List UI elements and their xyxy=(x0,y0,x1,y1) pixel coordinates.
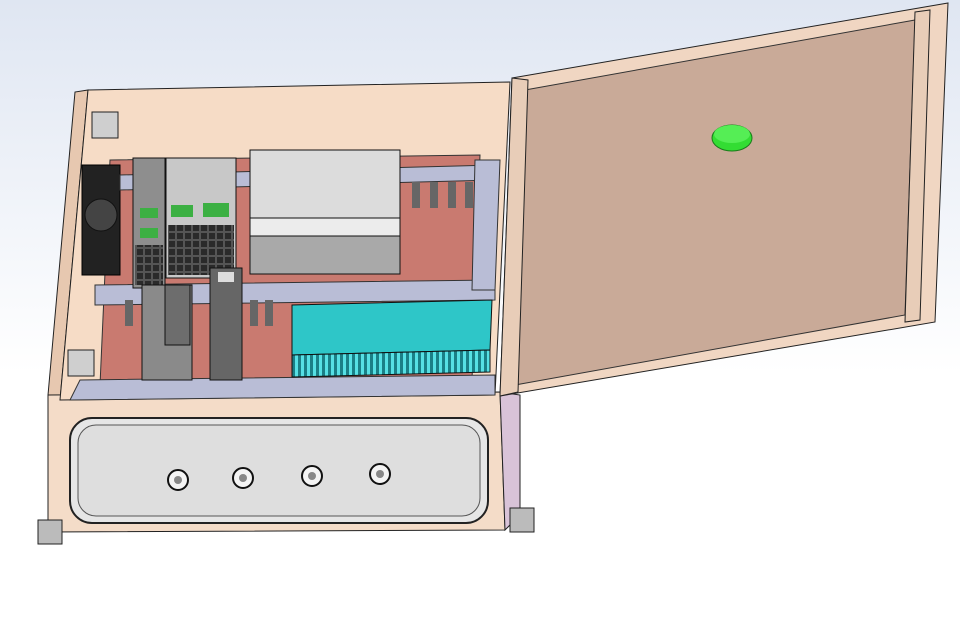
cable-gland-3 xyxy=(301,465,323,487)
enclosure-door[interactable] xyxy=(499,2,949,397)
cooling-fan xyxy=(81,164,121,276)
indicator-button-top xyxy=(714,125,750,143)
door-hinge-strip xyxy=(499,77,529,397)
power-supply-large xyxy=(249,149,401,275)
cable-duct-bottom xyxy=(69,374,496,401)
door-gasket-rail xyxy=(904,9,931,323)
mounting-bracket-bottom-left xyxy=(67,349,95,377)
terminal-blocks-lower xyxy=(125,300,273,326)
cable-gland-4 xyxy=(369,463,391,485)
power-supply-small xyxy=(165,157,237,279)
mounting-bracket-top-left xyxy=(91,111,119,139)
terminal-blocks-upper xyxy=(412,182,473,208)
mounting-foot-right xyxy=(509,507,535,533)
terminal-strip xyxy=(291,299,493,378)
control-module xyxy=(132,157,166,289)
cable-gland-2 xyxy=(232,467,254,489)
din-rail-middle xyxy=(94,279,496,306)
cable-gland-1 xyxy=(167,469,189,491)
circuit-breaker xyxy=(209,267,243,381)
relay-module xyxy=(141,284,193,381)
gland-plate xyxy=(69,417,489,524)
cable-duct-right xyxy=(471,159,501,291)
mounting-foot-left xyxy=(37,519,63,545)
